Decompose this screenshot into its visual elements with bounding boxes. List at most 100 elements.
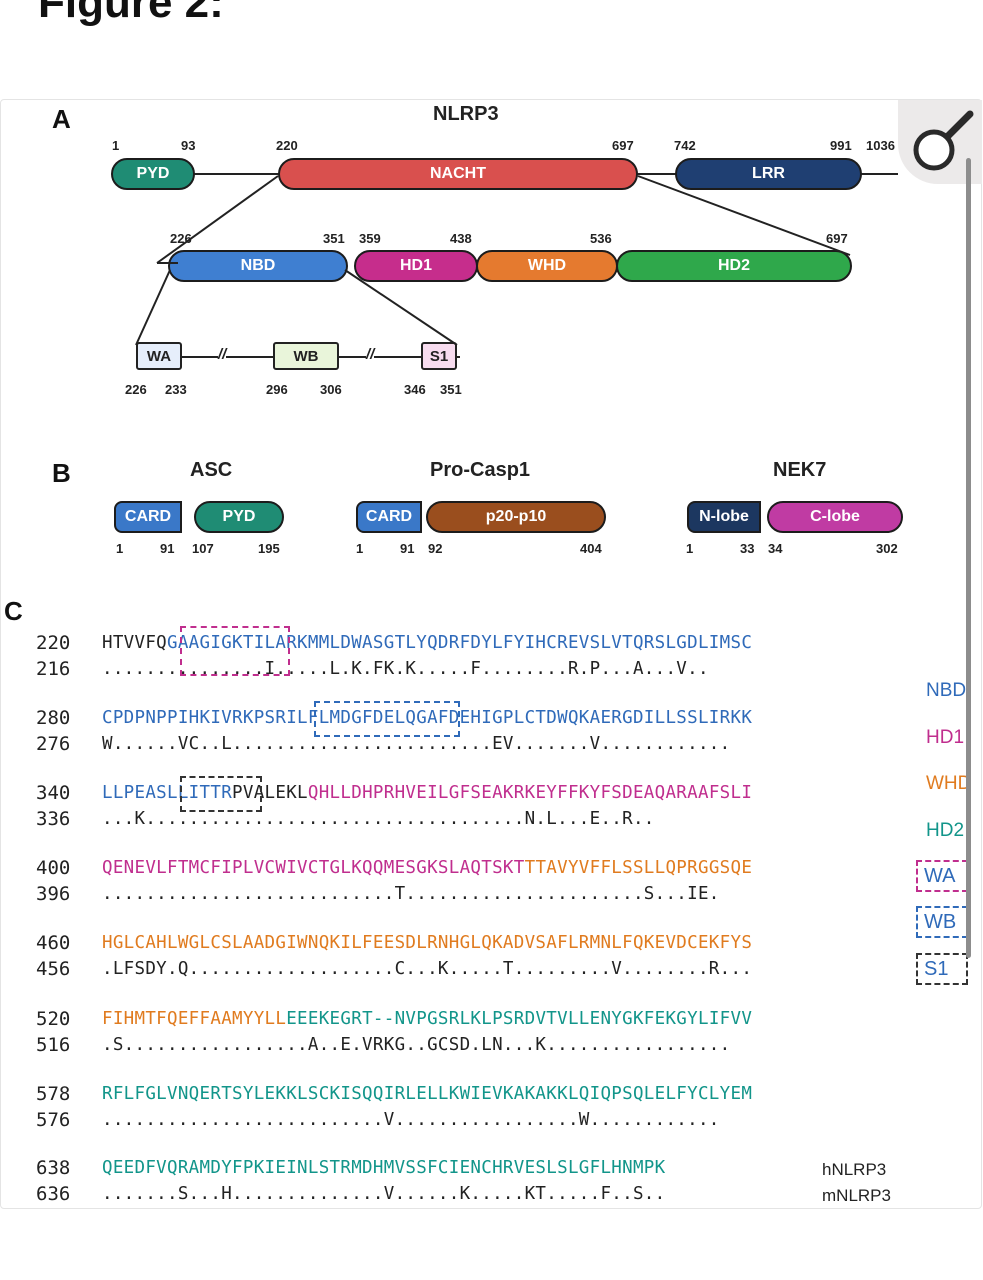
sequence-segment: FIHMTFQEFFAAMYYLL — [102, 1009, 287, 1029]
pos-label: 438 — [450, 231, 472, 246]
wb-motif: WB — [273, 342, 339, 370]
casp-p20-domain: p20-p10 — [426, 501, 606, 533]
s1-highlight-box — [180, 776, 262, 812]
human-position: 340 — [36, 782, 71, 804]
procasp1-title: Pro-Casp1 — [430, 459, 531, 481]
nacht-label: NACHT — [430, 165, 486, 182]
pos-label: 351 — [323, 231, 345, 246]
figure-title: Figure 2: — [38, 0, 224, 27]
mouse-sequence: .S.................A..E.VRKG..GCSD.LN...… — [102, 1035, 731, 1055]
mouse-position: 276 — [36, 733, 71, 755]
mouse-sequence: .......S...H..............V......K.....K… — [102, 1184, 666, 1204]
mouse-position: 636 — [36, 1183, 71, 1205]
legend-whd: WHD — [926, 773, 972, 794]
mouse-sequence: ...K...................................N… — [102, 809, 655, 829]
human-sequence: QENEVLFTMCFIPLVCWIVCTGLKQQMESGKSLAQTSKTT… — [102, 858, 752, 878]
pos-label: 93 — [181, 138, 196, 153]
nbd-domain: NBD — [168, 250, 348, 282]
pyd-label: PYD — [136, 165, 170, 182]
pos-label: 359 — [359, 231, 381, 246]
pos-label: 91 — [160, 541, 175, 556]
asc-card-domain: CARD — [114, 501, 182, 533]
whd-label: WHD — [527, 257, 567, 274]
sequence-segment: QHLLDHPRHVEILGFSEAKRKEYFFKYFSDEAQARAAFSL… — [307, 783, 753, 803]
casp-card-label: CARD — [365, 508, 413, 525]
human-position: 578 — [36, 1083, 71, 1105]
hd2-domain: HD2 — [616, 250, 852, 282]
s1-label: S1 — [429, 347, 449, 365]
s1-motif: S1 — [421, 342, 457, 370]
legend-s1: S1 — [916, 953, 968, 985]
nek7-nlobe-label: N-lobe — [699, 508, 749, 525]
species-mouse: mNLRP3 — [822, 1186, 891, 1205]
hd1-label: HD1 — [399, 257, 432, 274]
pos-label: 233 — [165, 382, 187, 397]
mouse-position: 456 — [36, 958, 71, 980]
vertical-scrollbar[interactable] — [966, 158, 971, 958]
sequence-segment: HGLCAHLWGLCSLAADGIWNQKILFEESDLRNHGLQKADV… — [102, 933, 753, 953]
pos-label: 1 — [356, 541, 364, 556]
panel-a-letter: A — [52, 104, 71, 134]
human-sequence: RFLFGLVNQERTSYLEKKLSCKISQQIRLELLKWIEVKAK… — [102, 1084, 752, 1104]
mouse-sequence: ...........................T............… — [102, 884, 720, 904]
sequence-segment: PVALEKL — [232, 783, 308, 803]
pos-label: 91 — [400, 541, 415, 556]
legend-hd1: HD1 — [926, 727, 965, 748]
nacht-domain: NACHT — [278, 158, 638, 190]
wa-highlight-box — [180, 626, 290, 676]
human-sequence: HTVVFQGAAGIGKTILARKMMLDWASGTLYQDRFDYLFYI… — [102, 633, 752, 653]
sequence-segment: RFLFGLVNQERTSYLEKKLSCKISQQIRLELLKWIEVKAK… — [102, 1084, 753, 1104]
legend-nbd: NBD — [926, 680, 967, 701]
human-position: 280 — [36, 707, 71, 729]
pos-label: 1036 — [866, 138, 895, 153]
whd-domain: WHD — [476, 250, 618, 282]
pos-label: 33 — [740, 541, 755, 556]
casp-card-domain: CARD — [356, 501, 422, 533]
nlrp3-title: NLRP3 — [433, 103, 499, 125]
mouse-position: 336 — [36, 808, 71, 830]
pos-label: 302 — [876, 541, 898, 556]
panel-b-letter: B — [52, 458, 71, 488]
asc-pyd-label: PYD — [222, 508, 256, 525]
pos-label: 92 — [428, 541, 443, 556]
pos-label: 742 — [674, 138, 696, 153]
pos-label: 306 — [320, 382, 342, 397]
pos-label: 404 — [580, 541, 602, 556]
pos-label: 991 — [830, 138, 852, 153]
human-sequence: HGLCAHLWGLCSLAADGIWNQKILFEESDLRNHGLQKADV… — [102, 933, 752, 953]
human-position: 638 — [36, 1157, 71, 1179]
wb-highlight-box — [314, 701, 460, 737]
pos-label: 351 — [440, 382, 462, 397]
pos-label: 195 — [258, 541, 280, 556]
mouse-sequence: .LFSDY.Q...................C...K.....T..… — [102, 959, 753, 979]
asc-card-label: CARD — [124, 508, 172, 525]
sequence-segment: EEEKEGRT--NVPGSRLKLPSRDVTVLLENYGKFEKGYLI… — [286, 1009, 753, 1029]
magnifier-icon — [913, 110, 974, 171]
mouse-sequence: ..........................V.............… — [102, 1110, 720, 1130]
nbd-label: NBD — [240, 257, 276, 274]
asc-pyd-domain: PYD — [194, 501, 284, 533]
panel-c-letter: C — [4, 596, 23, 626]
asc-title: ASC — [190, 459, 233, 481]
hd1-domain: HD1 — [354, 250, 478, 282]
mouse-position: 516 — [36, 1034, 71, 1056]
human-sequence: LLPEASLLITTRPVALEKLQHLLDHPRHVEILGFSEAKRK… — [102, 783, 752, 803]
sequence-segment: CPDPNPPIHKIVRKPSRILFLMDGFDELQGAFDEHIGPLC… — [102, 708, 753, 728]
sequence-segment: TTAVYVFFLSSLLQPRGGSQE — [524, 858, 753, 878]
pos-label: 226 — [125, 382, 147, 397]
lrr-domain: LRR — [675, 158, 862, 190]
sequence-segment: QEEDFVQRAMDYFPKIEINLSTRMDHMVSSFCIENCHRVE… — [102, 1158, 666, 1178]
pos-label: 1 — [112, 138, 120, 153]
human-sequence: CPDPNPPIHKIVRKPSRILFLMDGFDELQGAFDEHIGPLC… — [102, 708, 752, 728]
human-position: 220 — [36, 632, 71, 654]
nek7-nlobe-domain: N-lobe — [687, 501, 761, 533]
break-mark: // — [218, 346, 227, 363]
mouse-sequence: W......VC..L........................EV..… — [102, 734, 731, 754]
species-human: hNLRP3 — [822, 1160, 887, 1179]
legend-wb: WB — [916, 906, 968, 938]
human-position: 400 — [36, 857, 71, 879]
lrr-label: LRR — [752, 165, 785, 182]
human-sequence: FIHMTFQEFFAAMYYLLEEEKEGRT--NVPGSRLKLPSRD… — [102, 1009, 752, 1029]
casp-p20-label: p20-p10 — [485, 508, 547, 525]
legend-wa: WA — [916, 860, 968, 892]
